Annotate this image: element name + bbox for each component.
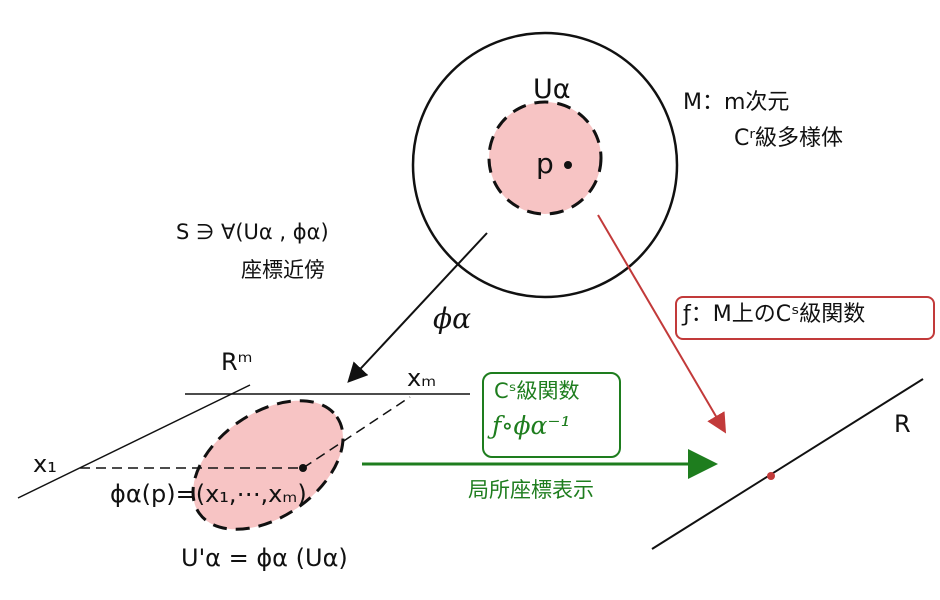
function-f-label: ƒ：M上のCˢ級関数 bbox=[683, 302, 866, 327]
local-rep-label: 局所座標表示 bbox=[468, 478, 594, 502]
composite-function-box bbox=[482, 372, 621, 458]
phi-alpha-label: ϕα bbox=[433, 302, 471, 335]
axis-xm-label: xₘ bbox=[407, 364, 437, 392]
function-f-box bbox=[675, 296, 935, 340]
point-coordinates: ϕα(p)=(x₁,⋯,xₘ) bbox=[110, 480, 307, 508]
real-line-dot bbox=[767, 472, 775, 480]
manifold-desc-line2: Cʳ級多様体 bbox=[734, 126, 844, 151]
composite-box-line2: ƒ∘ϕα⁻¹ bbox=[492, 411, 571, 440]
real-line bbox=[651, 378, 924, 550]
atlas-line1: S ∋ ∀(Uα , ϕα) bbox=[176, 220, 329, 244]
image-region bbox=[191, 399, 345, 531]
point-p-dot bbox=[564, 161, 572, 169]
f-arrow bbox=[597, 214, 727, 434]
point-p-label: p bbox=[536, 147, 554, 180]
chart-label-u-alpha: Uα bbox=[533, 74, 571, 105]
chart-neighborhood bbox=[487, 100, 603, 216]
axis-x1-label: x₁ bbox=[33, 450, 57, 478]
image-u-alpha-label: U'α = ϕα (Uα) bbox=[181, 544, 348, 572]
phi-arrow bbox=[347, 232, 488, 383]
manifold-circle bbox=[411, 31, 679, 299]
x1-axis bbox=[17, 384, 251, 499]
atlas-line2: 座標近傍 bbox=[241, 258, 325, 282]
manifold-desc-line1: M：m次元 bbox=[683, 90, 790, 115]
image-point-dot bbox=[299, 464, 307, 472]
xm-dashed bbox=[302, 396, 411, 469]
composite-box-line1: Cˢ級関数 bbox=[494, 379, 580, 403]
real-line-label: R bbox=[894, 410, 911, 438]
rm-label: Rᵐ bbox=[221, 348, 253, 376]
